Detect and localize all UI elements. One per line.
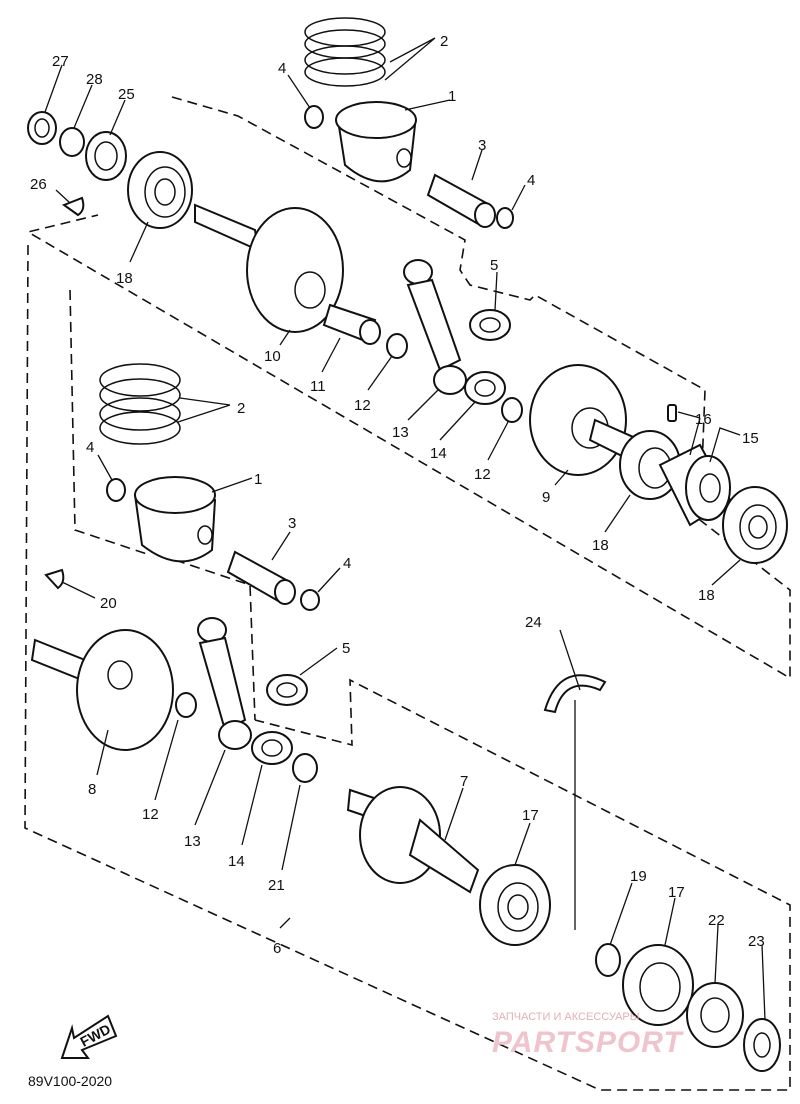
piston-rings-upper (304, 17, 386, 87)
key-26 (61, 196, 85, 217)
bearing-housing-15 (658, 443, 732, 527)
part-labels: 1 2 3 4 4 5 27 28 25 26 18 10 11 12 13 1… (30, 33, 765, 957)
label-12-lower: 12 (142, 806, 159, 823)
retaining-ring-24 (543, 674, 607, 714)
label-1-lower: 1 (254, 471, 262, 488)
label-8: 8 (88, 781, 96, 798)
bearing-17-left (479, 864, 551, 946)
label-4-upper-left: 4 (278, 60, 286, 77)
label-28: 28 (86, 71, 103, 88)
washer-21 (292, 753, 318, 783)
crank-web-9 (529, 364, 642, 476)
label-18-upper: 18 (116, 270, 133, 287)
circlip-upper-right (496, 207, 514, 229)
label-12-upper: 12 (354, 397, 371, 414)
label-14-upper: 14 (430, 445, 447, 462)
mid-assembly-boundary (69, 289, 151, 556)
label-24: 24 (525, 614, 542, 631)
watermark-top-text: ЗАПЧАСТИ И АКСЕССУАРЫ (492, 1011, 640, 1023)
piston-rings-lower (99, 363, 181, 445)
connecting-rod-13-upper (403, 259, 467, 395)
circlip-upper-left (304, 105, 324, 129)
small-end-bearing-5-lower (266, 674, 308, 706)
label-17-left: 17 (522, 807, 539, 824)
piston-pin-upper (426, 173, 496, 228)
dowel-pin-16 (667, 404, 677, 422)
piston-upper (335, 101, 417, 183)
label-11: 11 (310, 378, 326, 395)
oil-seal-25 (85, 131, 127, 181)
label-4-lower-right: 4 (343, 555, 351, 572)
label-2-upper: 2 (440, 33, 448, 50)
label-4-upper-right: 4 (527, 172, 535, 189)
label-12-mid: 12 (474, 466, 491, 483)
crank-pin-11 (322, 303, 381, 345)
washer-28 (59, 127, 85, 157)
label-25: 25 (118, 86, 135, 103)
oil-seal-27 (27, 111, 57, 145)
label-2-lower: 2 (237, 400, 245, 417)
label-13-upper: 13 (392, 424, 409, 441)
thrust-washer-12-mid (501, 397, 523, 423)
small-end-bearing-5-upper (469, 309, 511, 341)
crank-web-8 (30, 629, 174, 751)
label-27: 27 (52, 53, 69, 70)
label-22: 22 (708, 912, 725, 929)
piston-pin-lower (226, 550, 296, 605)
label-6: 6 (273, 940, 281, 957)
bearing-18-right (722, 486, 788, 564)
label-13-lower: 13 (184, 833, 201, 850)
diagram-code: 89V100-2020 (28, 1073, 112, 1089)
label-17-right: 17 (668, 884, 685, 901)
label-4-lower-left: 4 (86, 439, 94, 456)
label-21: 21 (268, 877, 285, 894)
label-18-mid: 18 (592, 537, 609, 554)
thrust-washer-12-upper (386, 333, 408, 359)
big-end-bearing-14-upper (464, 371, 506, 405)
label-10: 10 (264, 348, 281, 365)
big-end-bearing-14-lower (251, 731, 293, 765)
label-5-upper: 5 (490, 257, 498, 274)
label-1-upper: 1 (448, 88, 456, 105)
thrust-washer-12-lower (175, 692, 197, 718)
label-18-right: 18 (698, 587, 715, 604)
gear-23 (743, 1018, 781, 1072)
label-23: 23 (748, 933, 765, 950)
label-5-lower: 5 (342, 640, 350, 657)
label-14-lower: 14 (228, 853, 245, 870)
inner-divider (174, 559, 256, 721)
watermark-logo: PARTSPORT (492, 1026, 684, 1059)
connecting-rod-13-lower (197, 617, 252, 750)
bearing-17-right (622, 944, 694, 1026)
label-3-lower: 3 (288, 515, 296, 532)
label-26: 26 (30, 176, 47, 193)
circlip-lower-right (300, 589, 320, 611)
label-16: 16 (695, 411, 712, 428)
crank-web-10 (194, 203, 344, 333)
circlip-lower-left (106, 478, 126, 502)
leader-lines (44, 37, 766, 1021)
key-20 (44, 568, 65, 590)
oil-seal-22 (686, 982, 744, 1048)
label-9: 9 (542, 489, 550, 506)
label-15: 15 (742, 430, 759, 447)
crankshaft-assembly-boundary (24, 244, 791, 1091)
upper-assembly-boundary (25, 96, 791, 680)
crank-web-7 (346, 786, 480, 894)
label-3-upper: 3 (478, 137, 486, 154)
piston-lower (133, 476, 217, 563)
label-19: 19 (630, 868, 647, 885)
label-7: 7 (460, 773, 468, 790)
bearing-18-upper (127, 151, 193, 229)
fwd-arrow-icon: FWD (60, 1014, 118, 1059)
shim-19 (595, 943, 621, 977)
label-20: 20 (100, 595, 117, 612)
